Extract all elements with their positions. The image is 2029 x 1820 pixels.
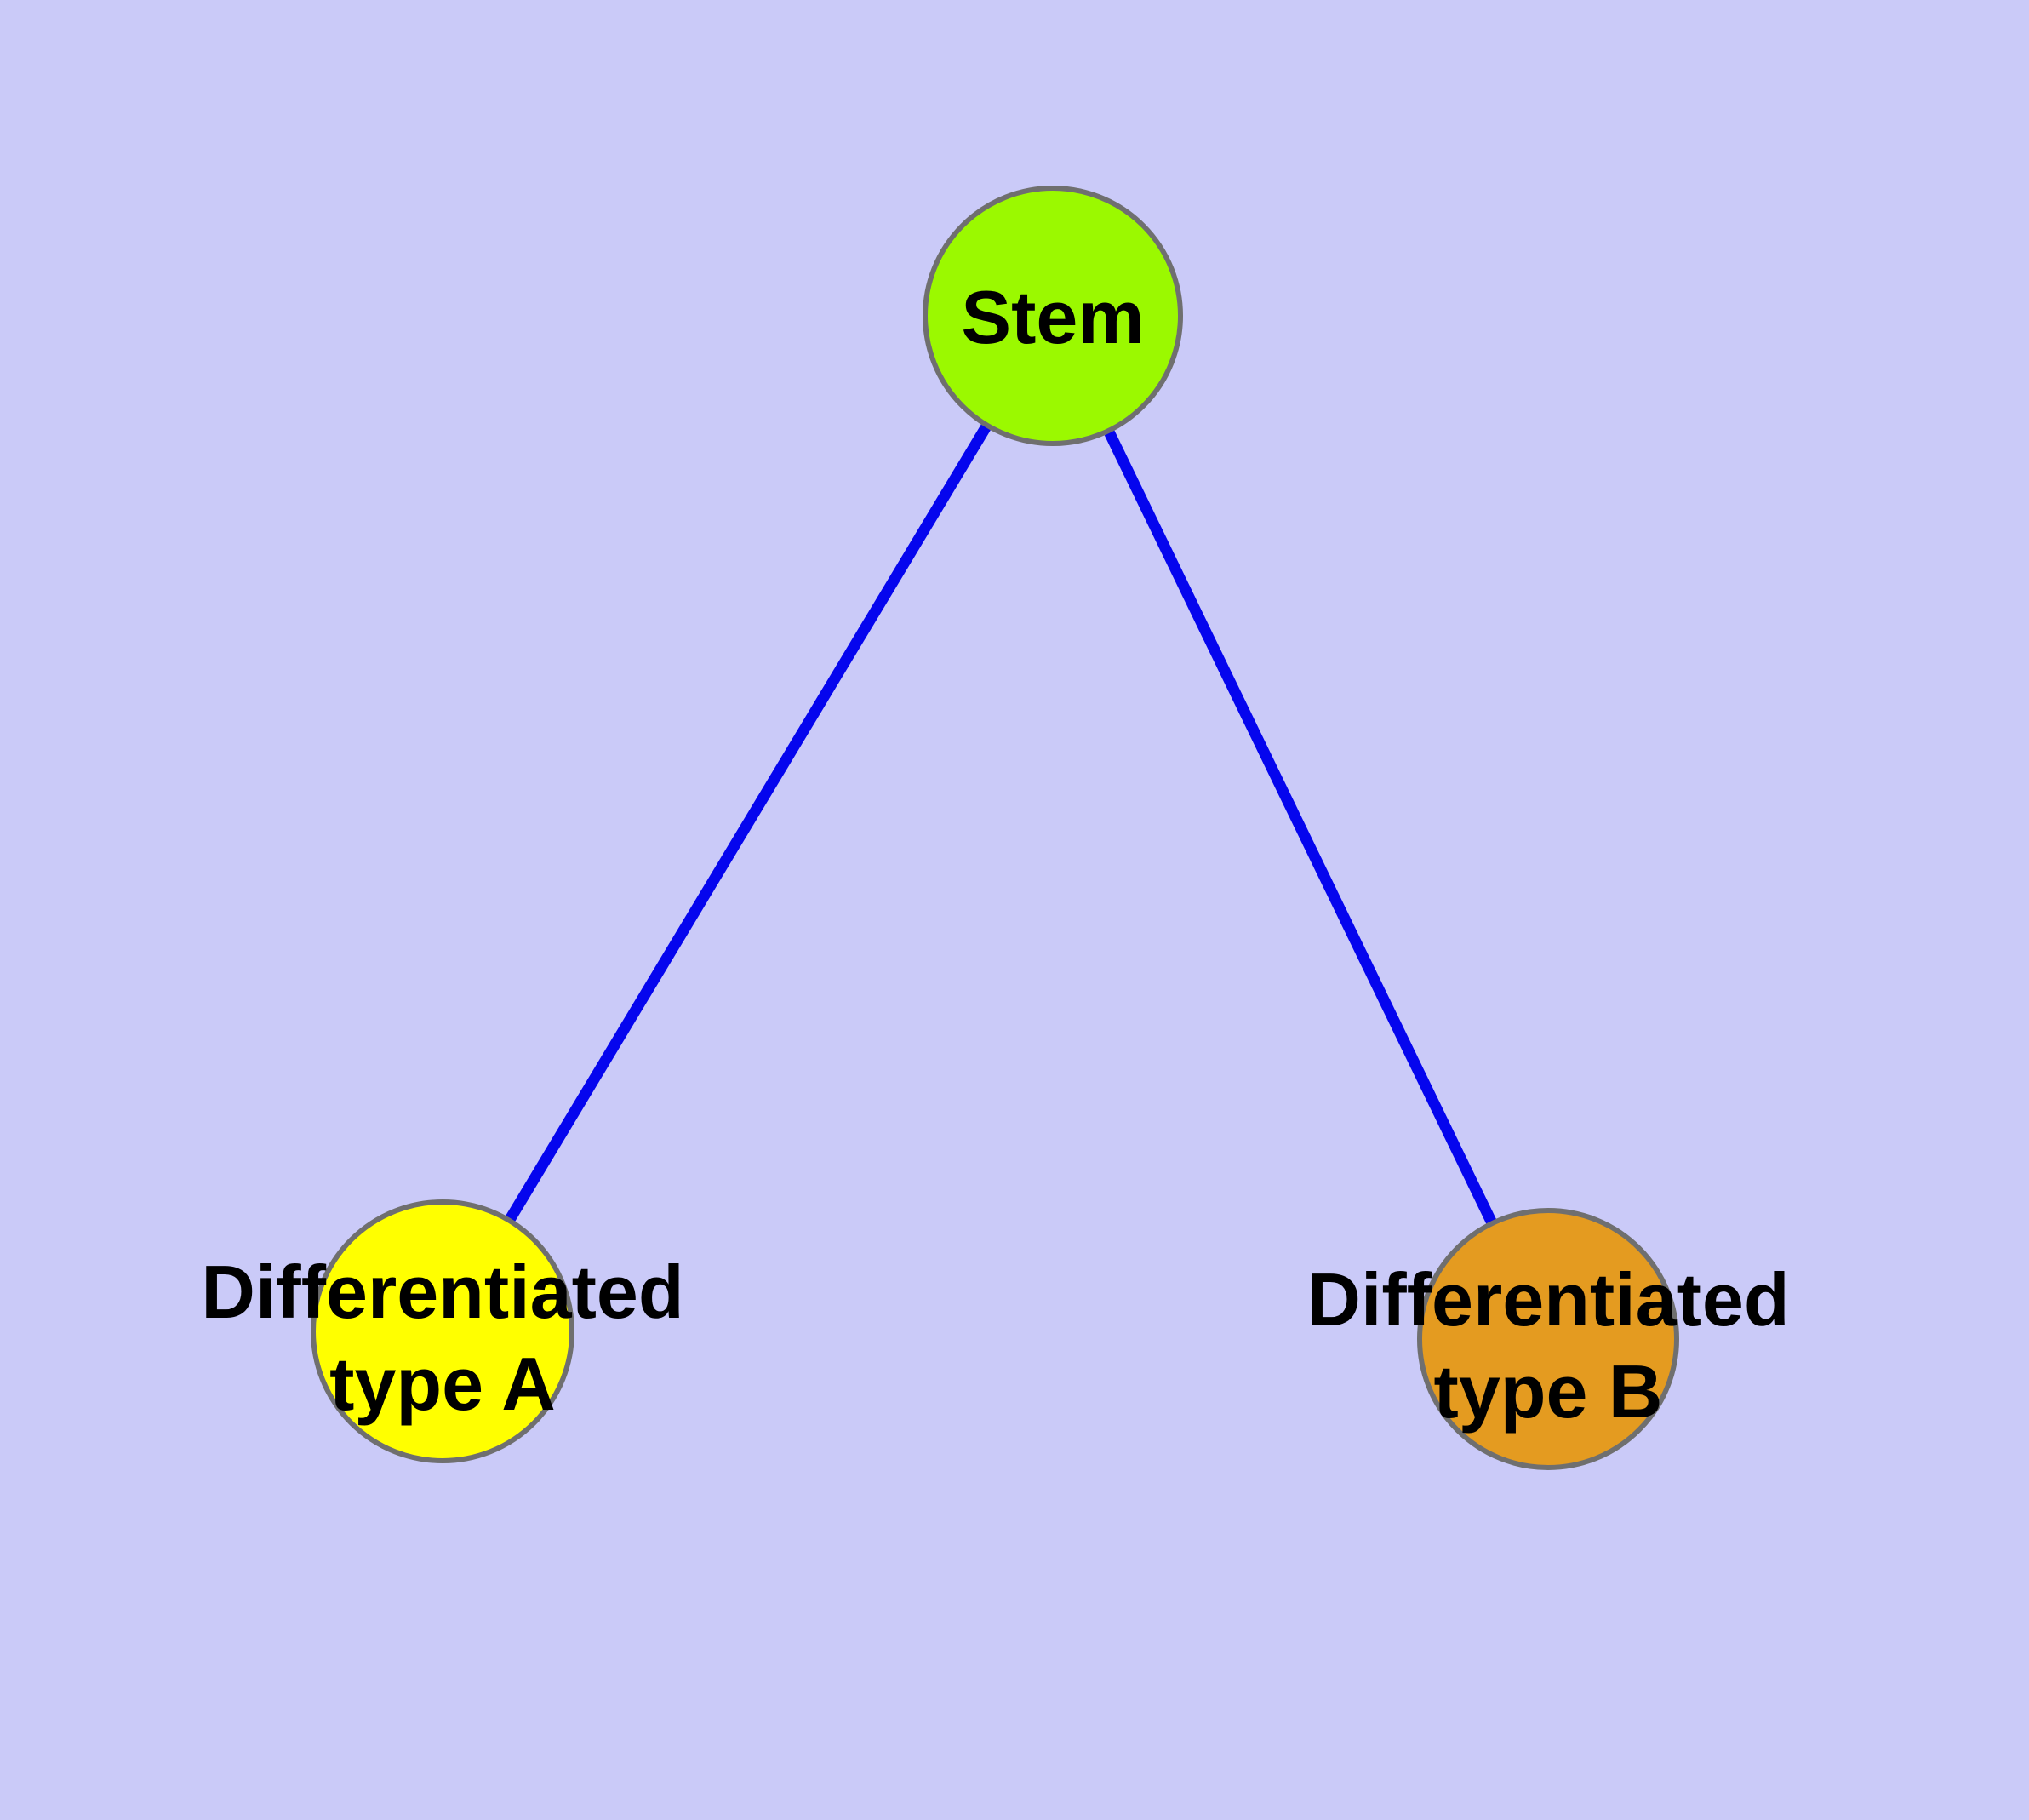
node-stem-label: Stem: [961, 275, 1144, 359]
node-type-a-label-line1: Differentiated: [201, 1250, 683, 1334]
node-type-a-circle: [311, 1199, 574, 1463]
node-type-b-label-line1: Differentiated: [1306, 1257, 1789, 1342]
node-type-b-circle: [1417, 1208, 1679, 1470]
node-type-b-label-line2: type B: [1434, 1349, 1663, 1434]
node-type-a-label-line2: type A: [329, 1342, 556, 1426]
edge-stem-to-type-b: [1048, 313, 1553, 1342]
node-stem-circle: [923, 186, 1183, 446]
edge-stem-to-type-a: [437, 312, 1058, 1335]
